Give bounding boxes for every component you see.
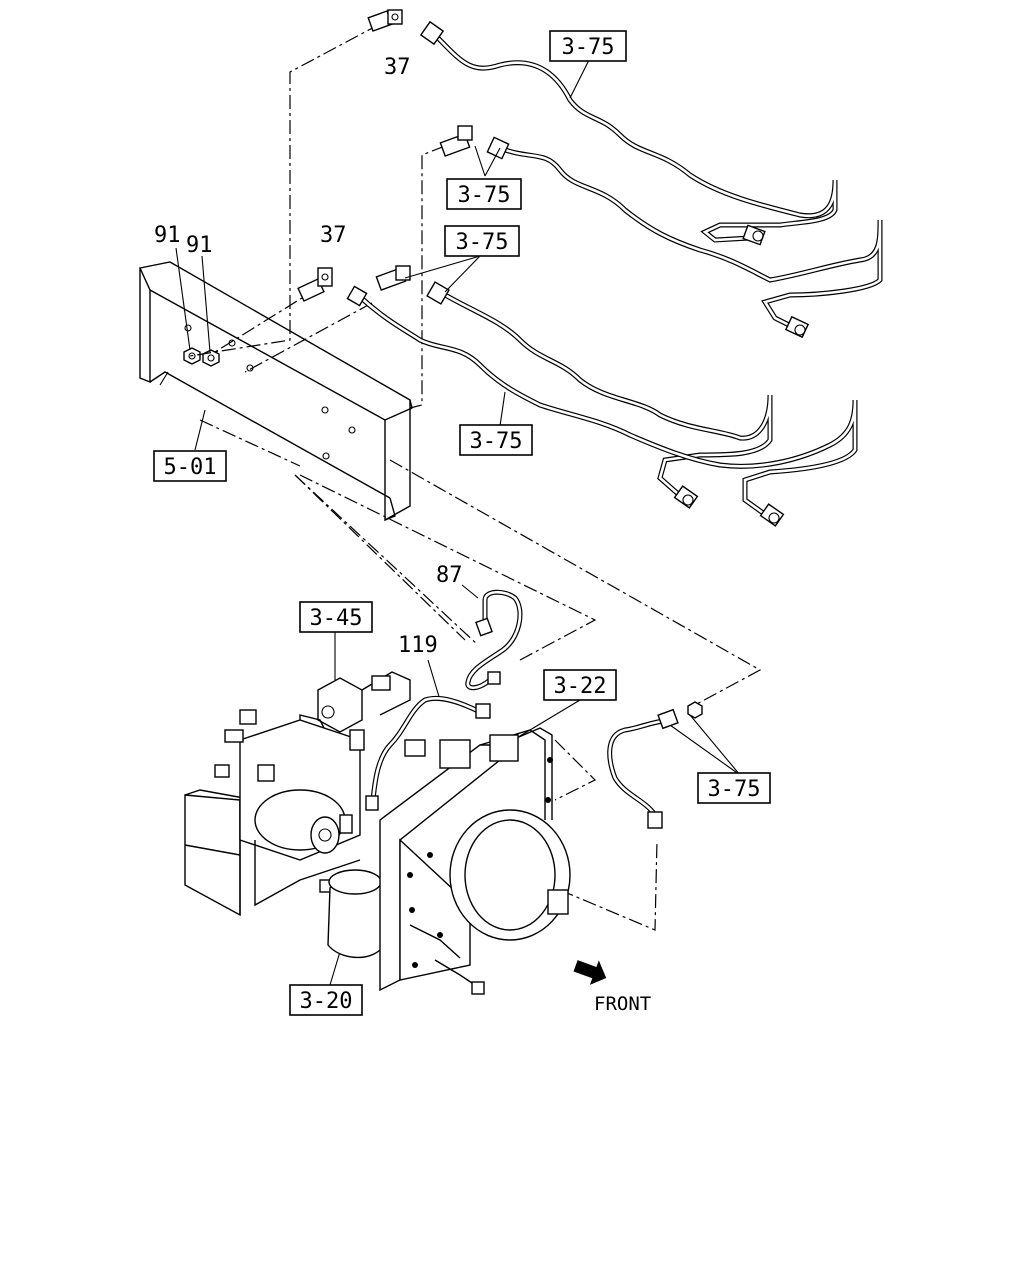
callout-3-22[interactable]: 3-22 [543, 669, 617, 701]
brake-pipe-3-75-third[interactable] [426, 281, 773, 509]
pipe-119[interactable] [365, 695, 491, 811]
brake-pipe-3-75-top[interactable] [419, 20, 838, 246]
callout-3-20[interactable]: 3-20 [289, 984, 363, 1016]
nut-91-b[interactable] [202, 349, 220, 367]
air-tank-frame-3-22[interactable] [379, 727, 571, 995]
svg-text:5-01: 5-01 [164, 455, 217, 480]
part-119-label[interactable]: 119 [398, 633, 438, 658]
part-37-top-label[interactable]: 37 [384, 55, 411, 80]
connector-tee-mid[interactable] [375, 265, 411, 291]
connector-37-mid[interactable] [297, 267, 333, 302]
callout-3-75-third[interactable]: 3-75 [444, 225, 520, 257]
svg-text:3-75: 3-75 [562, 35, 615, 60]
svg-text:3-75: 3-75 [458, 183, 511, 208]
filter-3-20[interactable] [327, 869, 383, 959]
callout-5-01[interactable]: 5-01 [153, 450, 227, 482]
assembly-lines [189, 23, 762, 931]
valve-assembly[interactable] [184, 709, 365, 917]
front-direction-label: FRONT [594, 993, 651, 1015]
connector-37-top[interactable] [367, 9, 403, 32]
hose-87[interactable] [465, 589, 523, 691]
callout-3-45[interactable]: 3-45 [299, 601, 373, 633]
svg-text:3-75: 3-75 [708, 777, 761, 802]
part-37-mid-label[interactable]: 37 [320, 223, 347, 248]
brake-pipe-3-75-second[interactable] [486, 136, 883, 339]
callout-3-75-top[interactable]: 3-75 [549, 30, 627, 62]
brake-pipe-3-75-fourth[interactable] [346, 285, 858, 527]
callout-3-75-second[interactable]: 3-75 [446, 178, 522, 210]
part-91-b-label[interactable]: 91 [186, 233, 213, 258]
connector-tee-upper[interactable] [439, 125, 473, 157]
svg-text:3-75: 3-75 [456, 230, 509, 255]
svg-text:3-22: 3-22 [554, 674, 607, 699]
brake-pipe-3-75-right[interactable] [607, 701, 703, 829]
callout-3-75-fourth[interactable]: 3-75 [459, 424, 533, 456]
front-arrow-icon [573, 960, 607, 985]
svg-text:3-45: 3-45 [310, 606, 363, 631]
part-91-a-label[interactable]: 91 [154, 223, 181, 248]
svg-text:3-20: 3-20 [300, 989, 353, 1014]
part-87-label[interactable]: 87 [436, 563, 463, 588]
callout-3-75-right[interactable]: 3-75 [697, 772, 771, 804]
svg-text:3-75: 3-75 [470, 429, 523, 454]
